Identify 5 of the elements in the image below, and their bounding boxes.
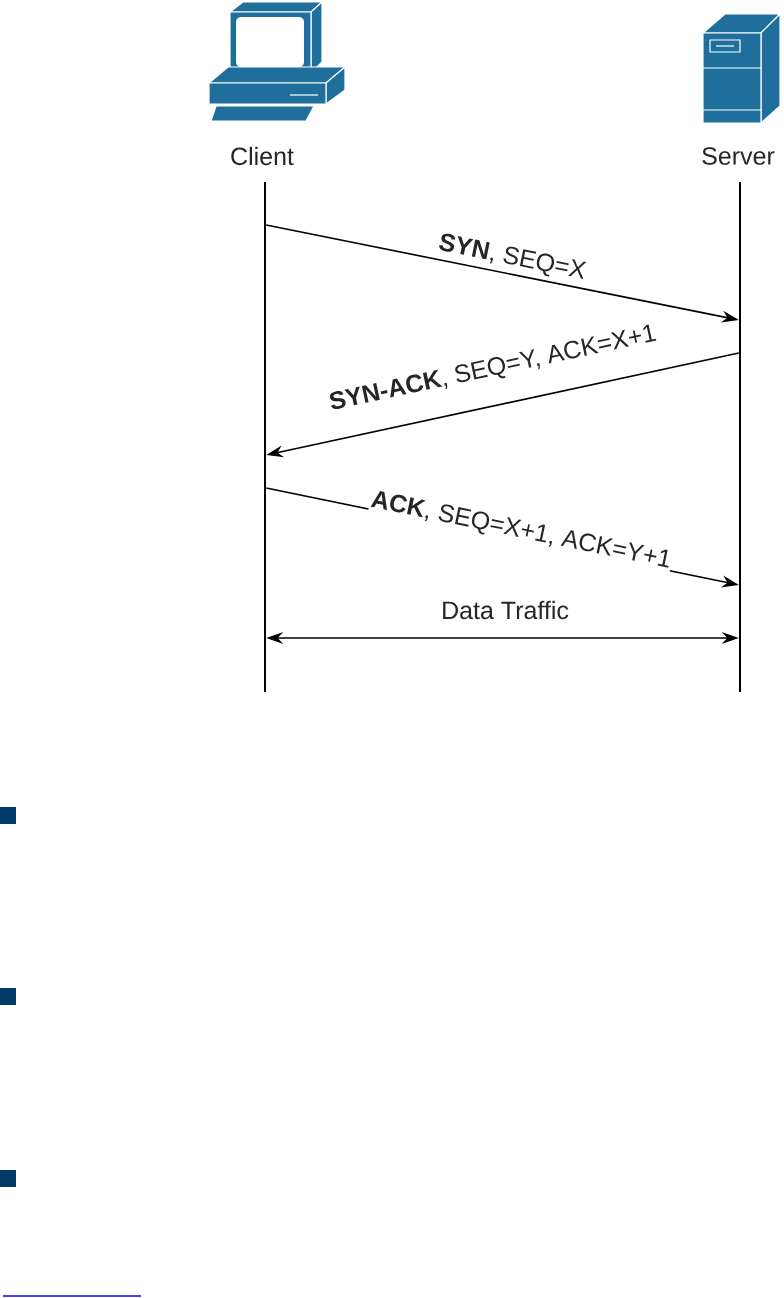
edge-label: SYN-ACK, SEQ=Y, ACK=X+1	[326, 322, 660, 416]
edge-label: Data Traffic	[440, 599, 570, 621]
device-label: Client	[231, 146, 294, 166]
device-label: Server	[702, 147, 775, 165]
edge-label: SYN, SEQ=X	[435, 231, 589, 285]
